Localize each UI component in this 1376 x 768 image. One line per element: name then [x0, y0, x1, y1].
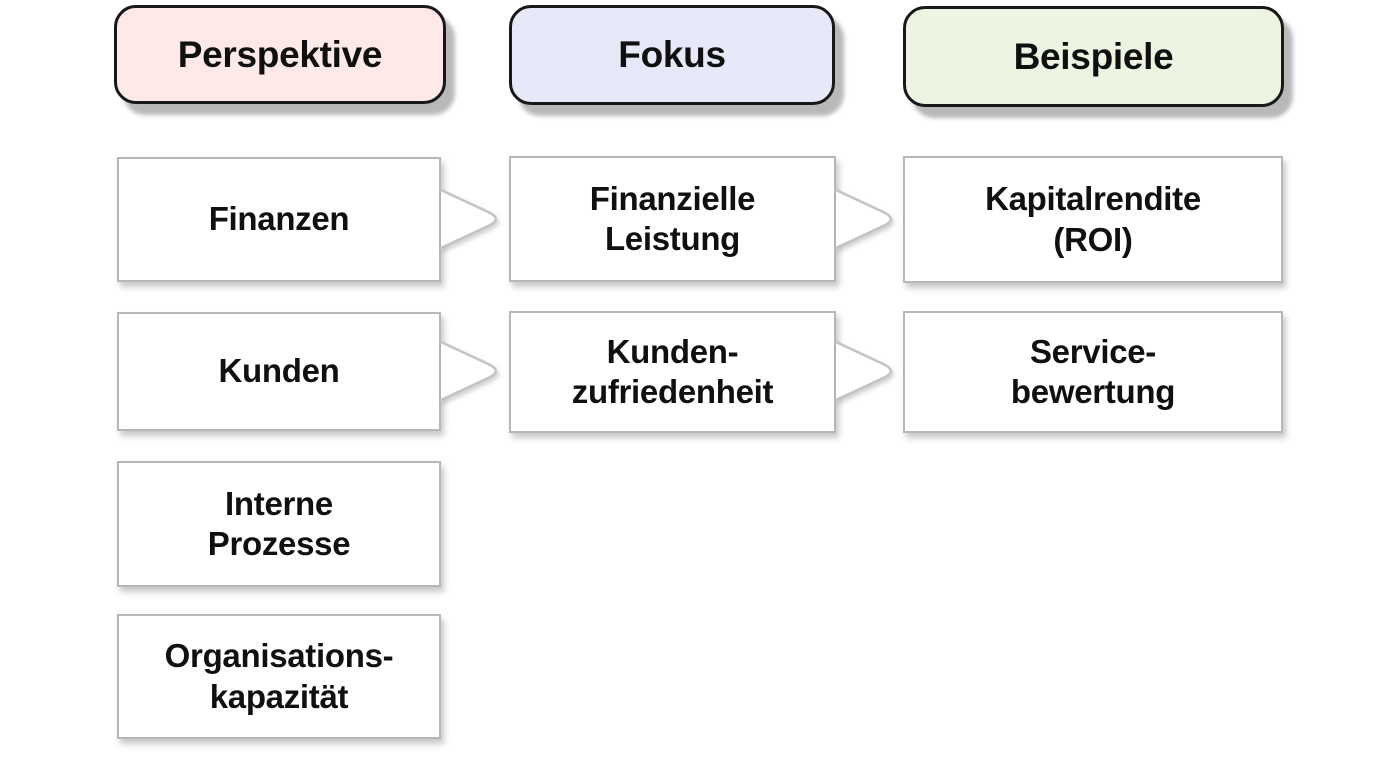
chevron-right-icon: [834, 188, 892, 250]
box-label: Kapitalrendite (ROI): [985, 180, 1201, 258]
box-kapitalrendite-roi: Kapitalrendite (ROI): [903, 156, 1283, 283]
box-servicebewertung: Service- bewertung: [903, 311, 1283, 433]
column-header-label: Beispiele: [1013, 35, 1174, 77]
box-finanzielle-leistung: Finanzielle Leistung: [509, 156, 836, 282]
box-label: Kunden: [218, 352, 340, 390]
box-kundenzufriedenheit: Kunden- zufriedenheit: [509, 311, 836, 433]
box-kunden: Kunden: [117, 312, 441, 431]
box-label: Service- bewertung: [1010, 332, 1176, 410]
box-finanzen: Finanzen: [117, 157, 441, 282]
box-label: Organisations- kapazität: [164, 637, 394, 715]
chevron-right-icon: [834, 340, 892, 402]
chevron-right-icon: [439, 188, 497, 250]
connector-finanzielle-leistung-to-kapitalrendite: [834, 186, 900, 252]
connector-kundenzufriedenheit-to-servicebewertung: [834, 338, 900, 404]
chevron-right-icon: [439, 340, 497, 402]
column-header-perspektive: Perspektive: [114, 5, 446, 104]
box-label: Interne Prozesse: [207, 484, 351, 562]
box-label: Finanzen: [208, 200, 350, 238]
box-label: Kunden- zufriedenheit: [571, 332, 774, 410]
connector-finanzen-to-finanzielle-leistung: [439, 186, 505, 252]
column-header-label: Perspektive: [177, 33, 383, 75]
column-header-fokus: Fokus: [509, 5, 835, 105]
box-label: Finanzielle Leistung: [589, 179, 756, 257]
connector-kunden-to-kundenzufriedenheit: [439, 338, 505, 404]
box-interne-prozesse: Interne Prozesse: [117, 461, 441, 587]
column-header-beispiele: Beispiele: [903, 6, 1284, 107]
box-organisationskapazitaet: Organisations- kapazität: [117, 614, 441, 739]
column-header-label: Fokus: [618, 34, 726, 75]
